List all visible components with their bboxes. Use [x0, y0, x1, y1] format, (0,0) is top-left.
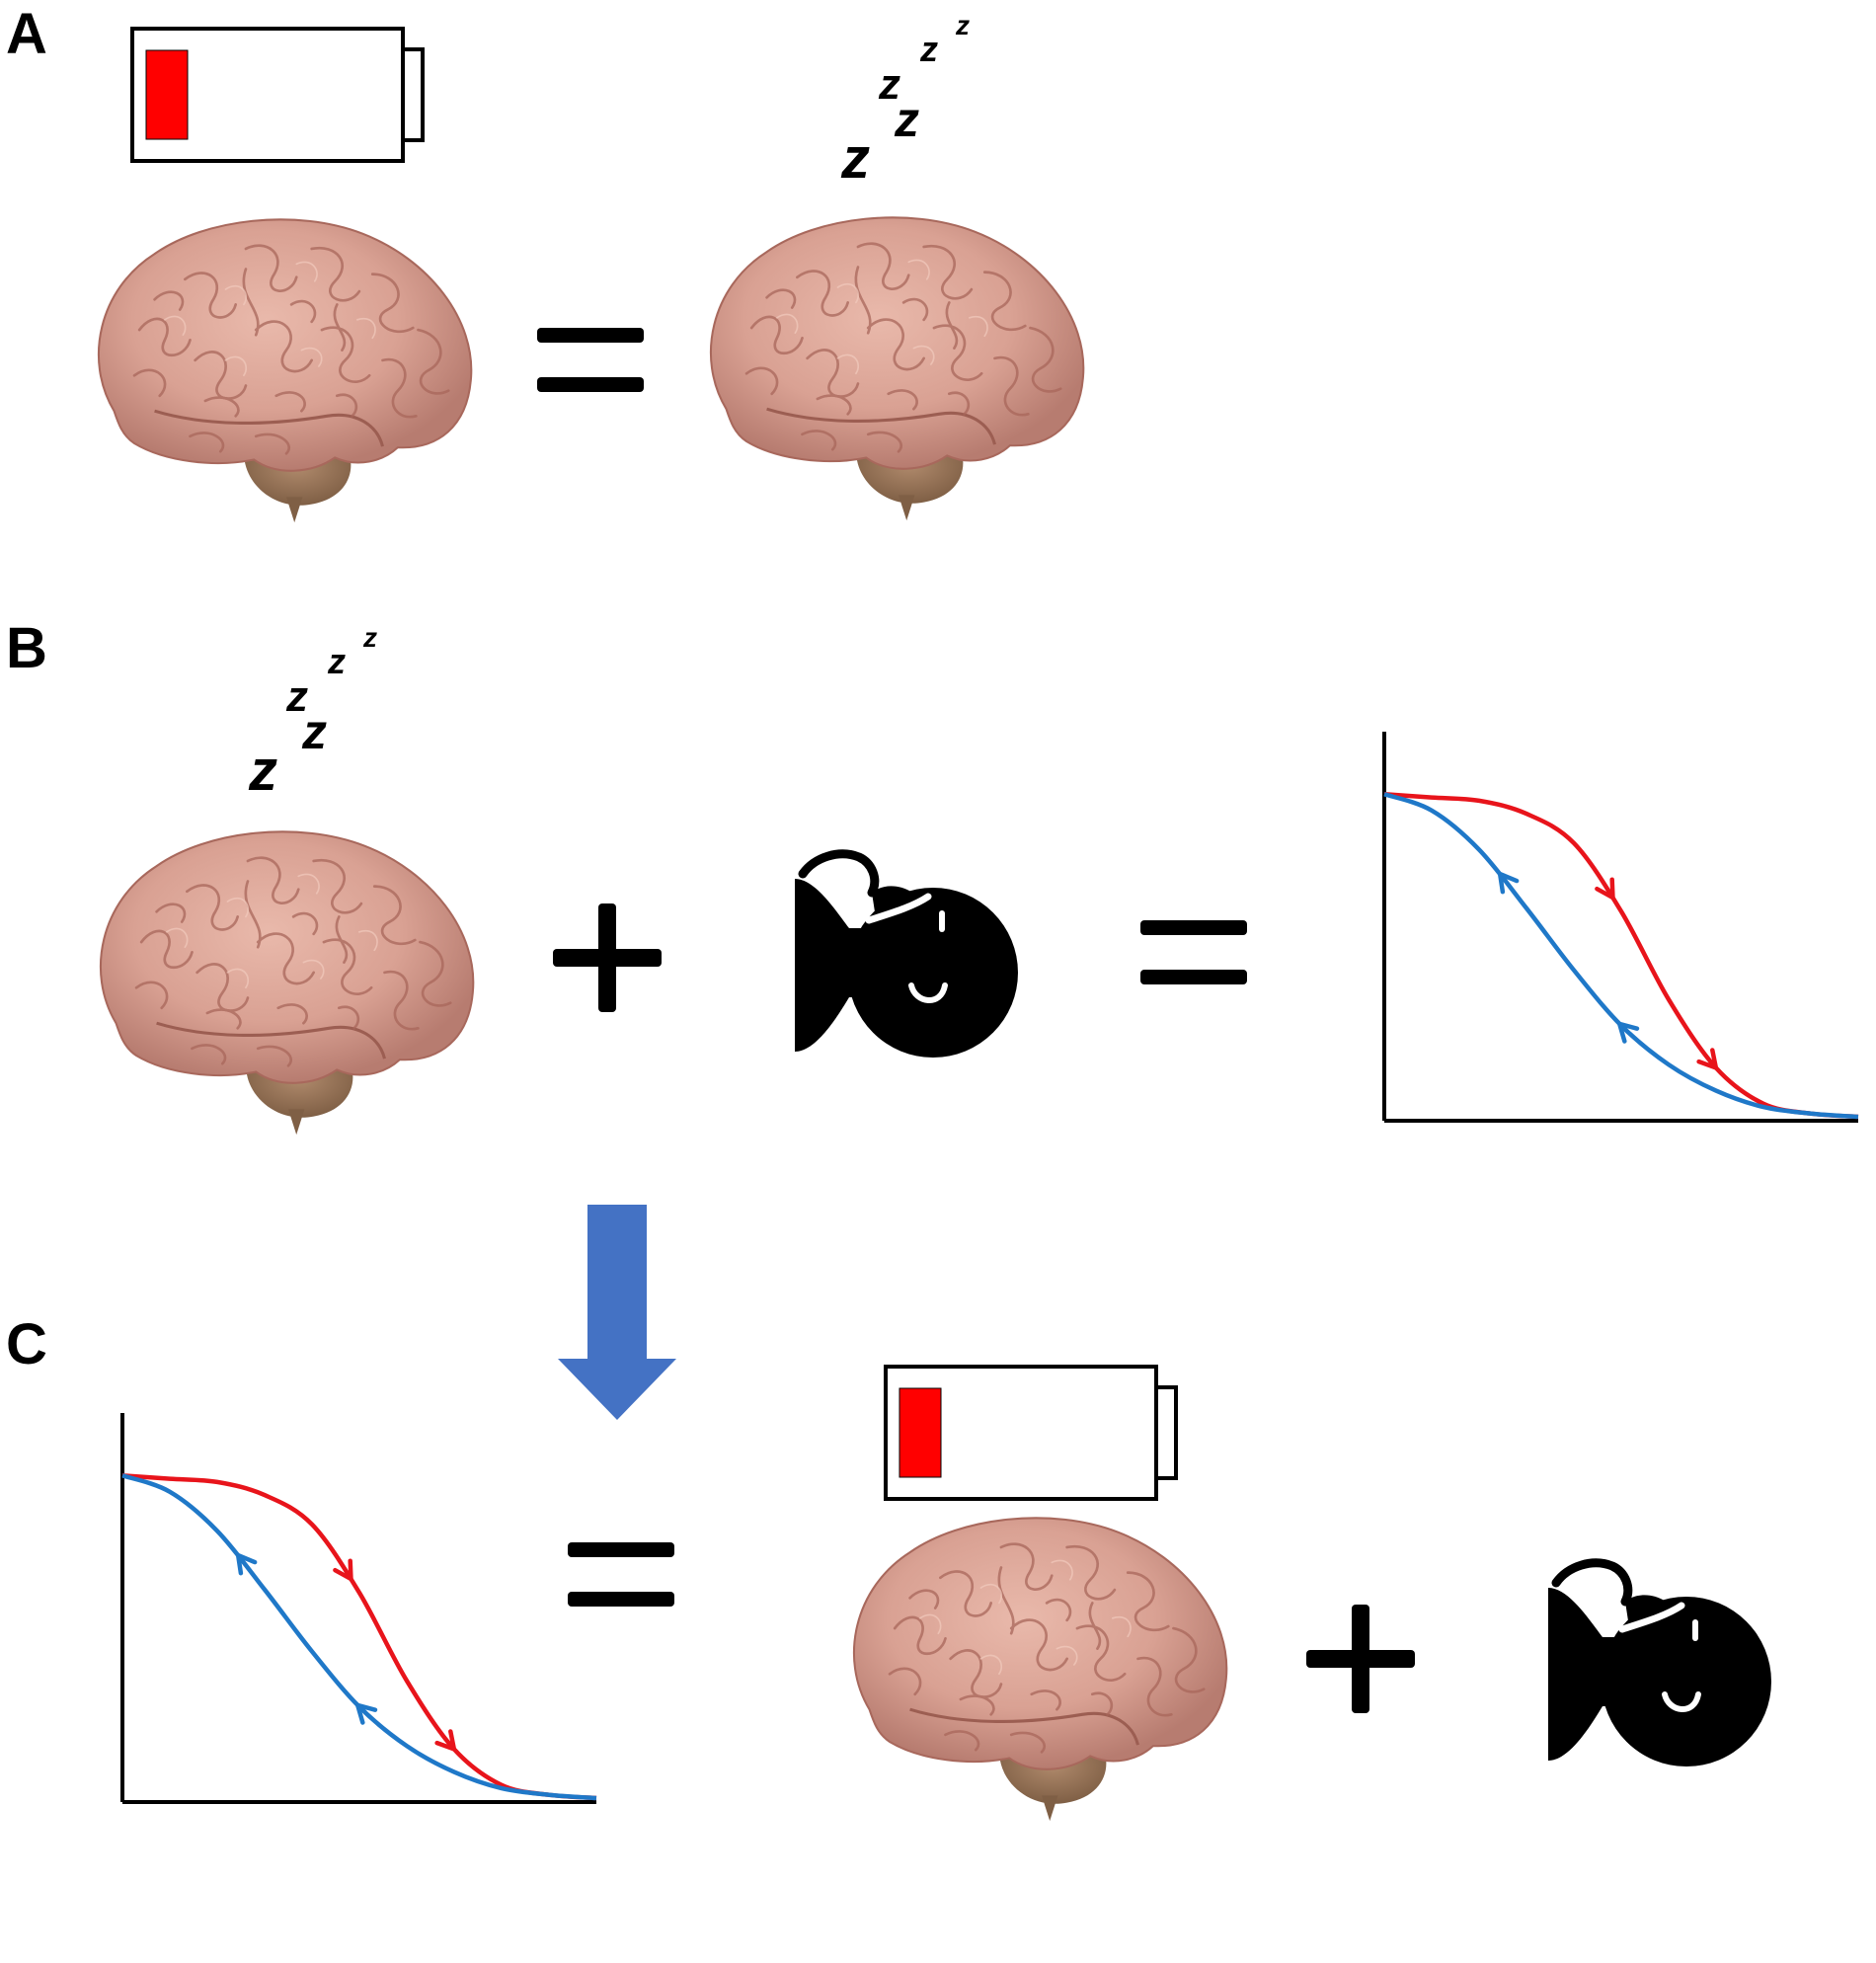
sleep-z: z [362, 622, 377, 653]
forward-curve [121, 1473, 597, 1801]
down-arrow-icon [558, 1205, 676, 1420]
sleep-z: z [894, 92, 919, 147]
low-battery-icon [884, 1365, 1182, 1503]
plus-sign [1306, 1605, 1415, 1713]
hysteresis-chart [1372, 726, 1866, 1131]
direction-arrowhead [1696, 1048, 1719, 1070]
direction-arrowhead [1616, 1021, 1640, 1044]
sleep-z: z [919, 29, 938, 69]
brain-icon [94, 207, 479, 523]
direction-arrowhead [434, 1729, 457, 1752]
direction-arrowhead [1595, 877, 1615, 901]
sleep-z: z [878, 60, 900, 109]
sleep-zzz-icon: z z z z z [839, 10, 987, 191]
sleeping-person-with-eye-mask-icon [795, 849, 1018, 1058]
plus-sign [553, 903, 662, 1012]
return-curve [1383, 792, 1859, 1120]
direction-arrowhead [1497, 871, 1520, 895]
return-curve [121, 1473, 597, 1801]
forward-curve [1383, 792, 1859, 1120]
sleeping-person-with-eye-mask-icon [1548, 1558, 1771, 1767]
brain-icon [96, 820, 481, 1136]
sleep-z: z [840, 126, 870, 191]
equals-sign [568, 1540, 674, 1610]
sleep-zzz-icon: z z z z z [247, 622, 395, 803]
sleep-z: z [327, 641, 346, 681]
panel-label-a: A [6, 2, 47, 66]
panel-label-b: B [6, 616, 47, 680]
sleep-z: z [301, 704, 327, 759]
low-battery-icon [130, 27, 429, 165]
brain-icon [849, 1506, 1234, 1822]
sleep-z: z [955, 10, 970, 40]
brain-icon [706, 205, 1091, 521]
hysteresis-chart [111, 1407, 604, 1812]
direction-arrowhead [354, 1702, 378, 1725]
sleep-z: z [248, 739, 277, 803]
direction-arrowhead [235, 1552, 258, 1576]
direction-arrowhead [333, 1558, 353, 1582]
equals-sign [1140, 918, 1247, 987]
panel-label-c: C [6, 1312, 47, 1376]
equals-sign [537, 326, 644, 395]
sleep-z: z [285, 672, 308, 721]
